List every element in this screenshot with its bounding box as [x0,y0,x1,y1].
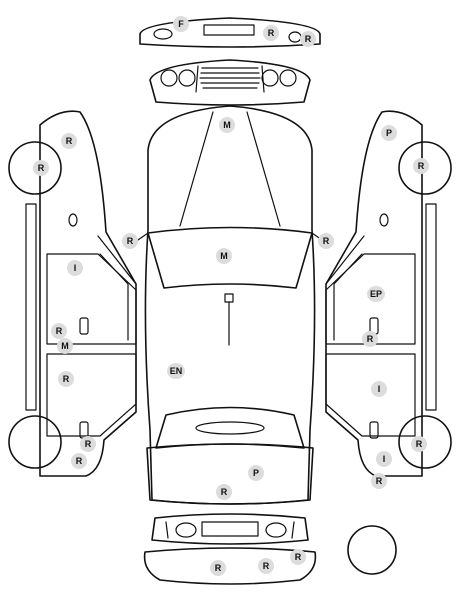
damage-mark-right-front-wheel[interactable]: R [413,158,429,174]
car-body-top [137,105,323,505]
front-grille [149,59,311,106]
damage-mark-left-front-wheel[interactable]: R [33,160,49,176]
damage-mark-right-front-fender[interactable]: P [381,125,397,141]
damage-mark-left-rear-door[interactable]: R [58,371,74,387]
damage-mark-right-rear-door[interactable]: I [371,381,387,397]
damage-mark-right-quarter[interactable]: R [371,473,387,489]
damage-mark-rear-bumper[interactable]: R [210,560,226,576]
damage-mark-trunk[interactable]: P [248,465,264,481]
damage-mark-front-bumper[interactable]: R [300,31,316,47]
left-side [8,110,137,477]
damage-mark-right-front-door[interactable]: EP [367,286,385,302]
rear-bumper [143,547,317,585]
damage-mark-left-front-door[interactable]: I [67,260,83,276]
damage-mark-right-rear-wheel[interactable]: R [411,436,427,452]
damage-mark-front-bumper[interactable]: F [173,16,189,32]
spare-tire [347,525,397,575]
damage-mark-windshield[interactable]: M [216,248,232,264]
damage-mark-left-rear-handle[interactable]: R [80,436,96,452]
damage-mark-right-mirror[interactable]: R [318,233,334,249]
damage-mark-right-front-door[interactable]: R [362,331,378,347]
right-side [325,110,452,477]
damage-mark-rear-bumper[interactable]: R [290,549,306,565]
damage-mark-rear-bumper[interactable]: R [258,558,274,574]
damage-mark-hood[interactable]: M [219,117,235,133]
damage-mark-left-front-door[interactable]: M [57,338,73,354]
front-bumper [139,17,321,48]
damage-mark-roof[interactable]: EN [167,363,185,379]
damage-mark-left-front-door[interactable]: R [51,323,67,339]
damage-mark-left-front-fender[interactable]: R [61,133,77,149]
rear-lights [151,513,309,545]
damage-mark-front-bumper[interactable]: R [263,25,279,41]
damage-mark-left-mirror[interactable]: R [122,233,138,249]
damage-mark-trunk[interactable]: R [216,484,232,500]
damage-mark-left-rear-wheel[interactable]: R [71,453,87,469]
damage-mark-right-quarter[interactable]: I [376,451,392,467]
